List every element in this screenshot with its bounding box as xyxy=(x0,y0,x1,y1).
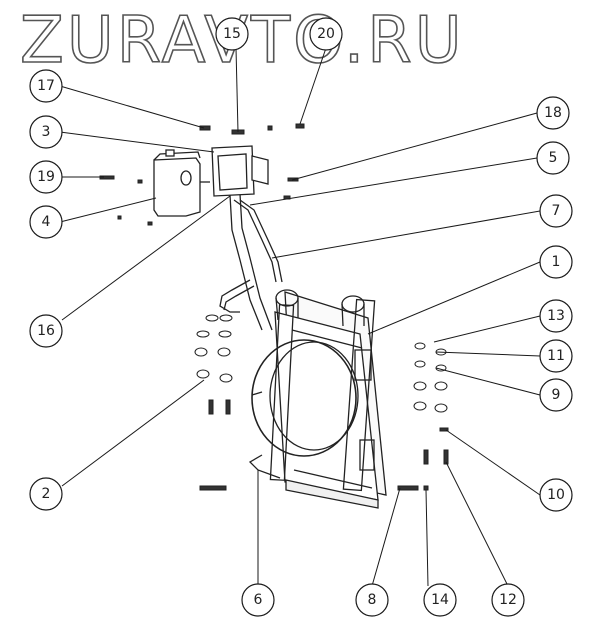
callout-16-circle xyxy=(29,314,63,348)
callout-18-label: 18 xyxy=(544,105,562,121)
callout-12-label: 12 xyxy=(499,592,517,608)
callout-10-label: 10 xyxy=(547,487,565,503)
callout-8-label: 8 xyxy=(368,592,377,608)
callout-16-label: 16 xyxy=(37,323,55,339)
callout-11-circle xyxy=(539,339,573,373)
expansion-tank xyxy=(153,149,210,217)
callout-7-circle xyxy=(539,194,573,228)
callout-13-label: 13 xyxy=(547,308,565,324)
callout-17-label: 17 xyxy=(37,78,55,94)
callout-20-label: 20 xyxy=(317,26,335,42)
callout-15-label: 15 xyxy=(223,26,241,42)
callout-12-circle xyxy=(491,583,525,617)
callout-1-label: 1 xyxy=(552,254,561,270)
callout-2-label: 2 xyxy=(42,486,51,502)
callout-20-circle xyxy=(309,17,343,51)
callout-19-label: 19 xyxy=(37,169,55,185)
callout-19-circle xyxy=(29,160,63,194)
hardware-fasteners xyxy=(99,123,449,491)
callout-8-circle xyxy=(355,583,389,617)
callout-2-circle xyxy=(29,477,63,511)
radiator-assembly xyxy=(251,289,387,509)
callout-15-circle xyxy=(215,17,249,51)
coolant-pipes xyxy=(219,159,283,479)
callout-17-circle xyxy=(29,69,63,103)
callout-14-circle xyxy=(423,583,457,617)
callout-4-label: 4 xyxy=(42,214,51,230)
callout-18-circle xyxy=(536,96,570,130)
leader-lines xyxy=(59,47,541,587)
callout-6-label: 6 xyxy=(254,592,263,608)
bracket-plate xyxy=(211,145,269,197)
callout-4-circle xyxy=(29,205,63,239)
callout-7-label: 7 xyxy=(552,203,561,219)
callout-3-label: 3 xyxy=(42,124,51,140)
callout-13-circle xyxy=(539,299,573,333)
callout-3-circle xyxy=(29,115,63,149)
callout-6-circle xyxy=(241,583,275,617)
callout-circles xyxy=(29,17,573,617)
callout-14-label: 14 xyxy=(431,592,449,608)
callout-9-label: 9 xyxy=(552,387,561,403)
callout-1-circle xyxy=(539,245,573,279)
callout-5-label: 5 xyxy=(549,150,558,166)
callout-9-circle xyxy=(539,378,573,412)
callout-numbers: 1 2 3 4 5 6 7 8 9 10 11 12 13 14 15 16 1… xyxy=(37,26,565,608)
callout-10-circle xyxy=(539,478,573,512)
callout-5-circle xyxy=(536,141,570,175)
callout-11-label: 11 xyxy=(547,348,565,364)
